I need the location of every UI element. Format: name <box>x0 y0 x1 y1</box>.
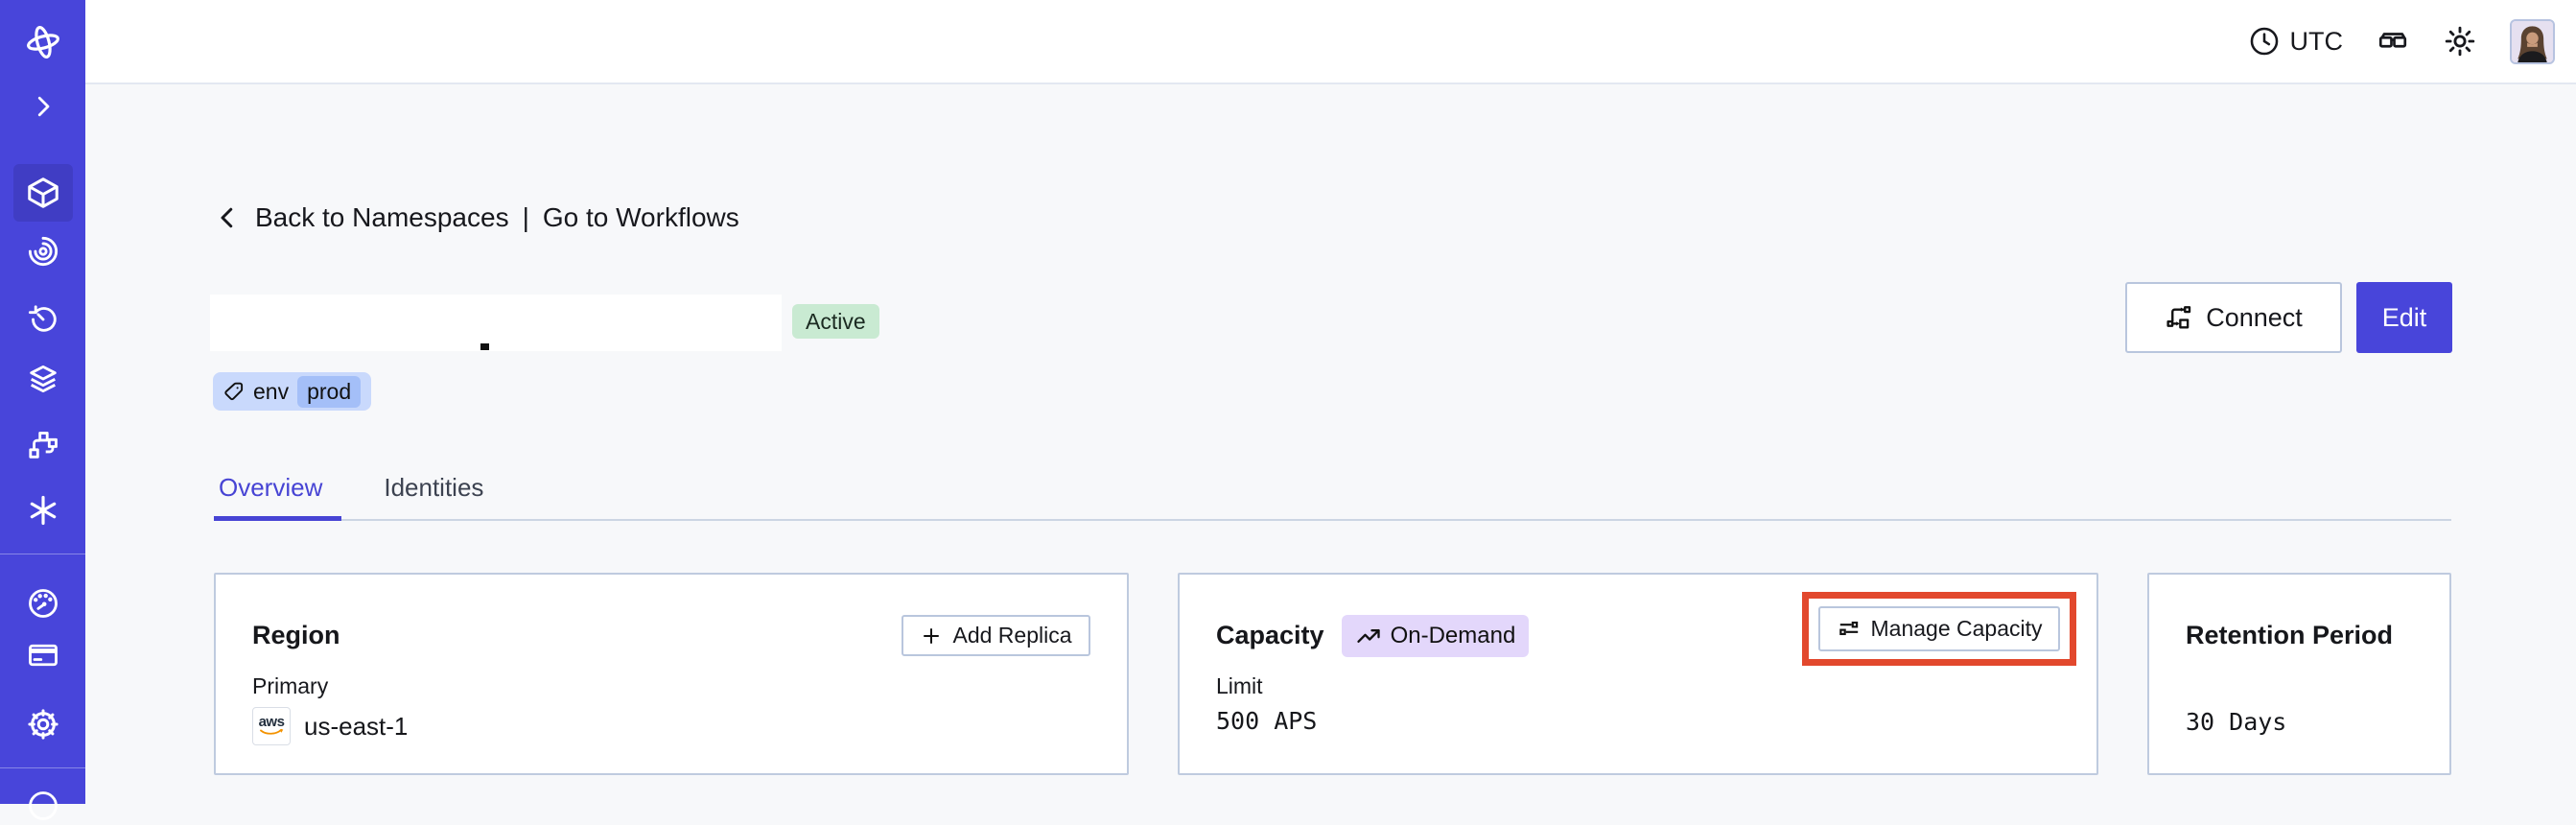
tab-overview[interactable]: Overview <box>219 473 323 502</box>
tab-bar-line <box>214 519 2451 521</box>
sliders-icon <box>1837 616 1862 641</box>
tag-value: prod <box>297 375 362 408</box>
user-avatar[interactable] <box>2510 18 2555 64</box>
connect-icon <box>2165 303 2193 332</box>
clock-icon <box>2248 25 2281 58</box>
retention-card: Retention Period 30 Days <box>2147 573 2451 775</box>
sidebar-item-batch-operations[interactable] <box>0 426 85 464</box>
sidebar-item-support[interactable] <box>0 787 85 825</box>
timezone-selector[interactable]: UTC <box>2248 25 2344 58</box>
sidebar-item-usage[interactable] <box>0 584 85 623</box>
light-theme-sun-icon[interactable] <box>2443 24 2477 59</box>
region-card: Region Add Replica Primary aws us-east-1 <box>214 573 1129 775</box>
retention-value: 30 Days <box>2186 708 2287 736</box>
region-card-title: Region <box>252 621 340 649</box>
manage-capacity-label: Manage Capacity <box>1870 615 2043 641</box>
top-bar: UTC <box>85 0 2576 84</box>
namespace-title-fragment <box>480 343 489 350</box>
ondemand-badge: On-Demand <box>1341 614 1530 657</box>
connect-button[interactable]: Connect <box>2125 282 2342 353</box>
capacity-card: Capacity On-Demand Manage Capacity Limit <box>1178 573 2098 775</box>
reader-view-glasses-icon[interactable] <box>2376 24 2410 59</box>
namespace-tag-chip: env prod <box>213 372 372 411</box>
capacity-value: 500 APS <box>1216 707 1318 735</box>
trending-up-icon <box>1355 623 1382 649</box>
sidebar-item-settings[interactable] <box>0 705 85 743</box>
namespace-detail-page: UTC <box>0 0 2576 804</box>
breadcrumb: Back to Namespaces | Go to Workflows <box>213 197 739 239</box>
sidebar-item-deployments[interactable] <box>0 360 85 398</box>
primary-label: Primary <box>252 673 329 698</box>
temporal-logo[interactable] <box>0 21 85 63</box>
sidebar-item-billing[interactable] <box>0 636 85 674</box>
sidebar-nav <box>0 0 85 820</box>
sidebar-expand-chevron-icon[interactable] <box>0 89 85 124</box>
active-tab-underline <box>214 516 341 521</box>
breadcrumb-separator: | <box>522 202 529 232</box>
tag-icon <box>222 381 245 403</box>
sidebar-divider <box>0 767 85 768</box>
sidebar-item-namespaces[interactable] <box>0 174 85 212</box>
add-replica-label: Add Replica <box>952 623 1072 648</box>
tab-identities[interactable]: Identities <box>384 473 484 502</box>
back-to-namespaces-link[interactable]: Back to Namespaces <box>255 202 509 232</box>
ondemand-label: On-Demand <box>1390 622 1516 648</box>
edit-label: Edit <box>2381 302 2427 332</box>
sidebar-item-workflows[interactable] <box>0 232 85 271</box>
timezone-label: UTC <box>2289 26 2344 56</box>
namespace-title-redacted <box>210 295 782 351</box>
plus-icon <box>920 625 943 648</box>
sidebar-item-schedules[interactable] <box>0 300 85 339</box>
limit-label: Limit <box>1216 673 1263 698</box>
go-to-workflows-link[interactable]: Go to Workflows <box>542 202 739 232</box>
manage-capacity-button[interactable]: Manage Capacity <box>1818 605 2060 651</box>
tag-key: env <box>253 378 290 404</box>
highlight-box: Manage Capacity <box>1802 591 2076 666</box>
connect-label: Connect <box>2206 302 2303 332</box>
edit-button[interactable]: Edit <box>2356 282 2452 353</box>
capacity-card-title: Capacity <box>1216 621 1324 649</box>
back-chevron-icon[interactable] <box>213 203 242 232</box>
aws-logo: aws <box>252 707 291 745</box>
region-value: us-east-1 <box>304 711 409 741</box>
retention-card-title: Retention Period <box>2186 621 2394 649</box>
status-badge: Active <box>792 304 879 339</box>
sidebar-item-nexus[interactable] <box>0 491 85 530</box>
add-replica-button[interactable]: Add Replica <box>902 615 1090 656</box>
tab-bar: Overview Identities <box>219 473 483 503</box>
